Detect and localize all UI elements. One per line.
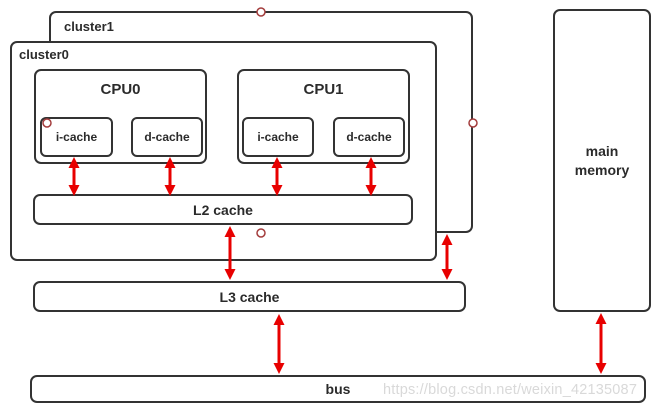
l3-cache-label: L3 cache — [219, 288, 280, 305]
cpu1-label: CPU1 — [303, 81, 344, 98]
watermark-text: https://blog.csdn.net/weixin_42135087 — [383, 382, 638, 398]
cpu0-dcache-box: d-cache — [131, 117, 203, 157]
bus-label: bus — [325, 381, 351, 397]
double-arrow-mainmemory-bus — [595, 313, 607, 374]
bus-box: bus — [30, 375, 646, 403]
cluster0-label: cluster0 — [19, 47, 69, 62]
cpu1-icache-label: i-cache — [257, 130, 299, 144]
main-memory-box: main memory — [553, 9, 651, 312]
double-arrow-cluster1-l3 — [441, 234, 453, 280]
cpu0-dcache-label: d-cache — [144, 130, 190, 144]
cpu0-label: CPU0 — [100, 81, 141, 98]
cpu0-icache-box: i-cache — [40, 117, 113, 157]
main-memory-label: main memory — [574, 142, 630, 178]
cpu1-icache-box: i-cache — [242, 117, 314, 157]
l2-cache-box: L2 cache — [33, 194, 413, 225]
l3-cache-box: L3 cache — [33, 281, 466, 312]
l2-cache-label: L2 cache — [193, 201, 253, 218]
cpu1-dcache-label: d-cache — [346, 130, 392, 144]
cpu1-dcache-box: d-cache — [333, 117, 405, 157]
cluster1-label: cluster1 — [64, 19, 114, 34]
cpu0-icache-label: i-cache — [55, 130, 98, 144]
double-arrow-l3-bus — [273, 314, 285, 374]
